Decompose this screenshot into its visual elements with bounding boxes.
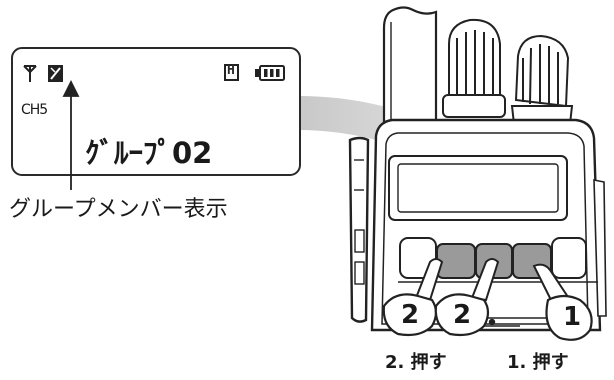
badge-2-middle — [434, 293, 490, 337]
channel-knob — [442, 18, 506, 118]
mute-icon — [48, 65, 63, 82]
caption-group-member-display: グループメンバー表示 — [9, 197, 228, 222]
power-high-label: H — [227, 63, 235, 78]
step-2-label: 2. 押す — [385, 352, 447, 373]
badge-1-right-label: 1 — [563, 302, 582, 332]
badge-2-left — [382, 293, 438, 337]
antenna-icon — [23, 65, 37, 82]
battery-icon — [255, 65, 285, 81]
pointer-arrow — [62, 79, 80, 190]
step-1-label: 1. 押す — [507, 352, 569, 373]
badge-2-middle-label: 2 — [453, 300, 472, 330]
badge-1-right — [545, 294, 593, 341]
power-high-icon — [224, 64, 239, 81]
group-display: ｸﾞﾙｰﾌﾟ02 — [85, 136, 213, 170]
radio-screen — [388, 155, 568, 221]
channel-label: CH5 — [21, 102, 48, 118]
badge-2-left-label: 2 — [401, 300, 420, 330]
